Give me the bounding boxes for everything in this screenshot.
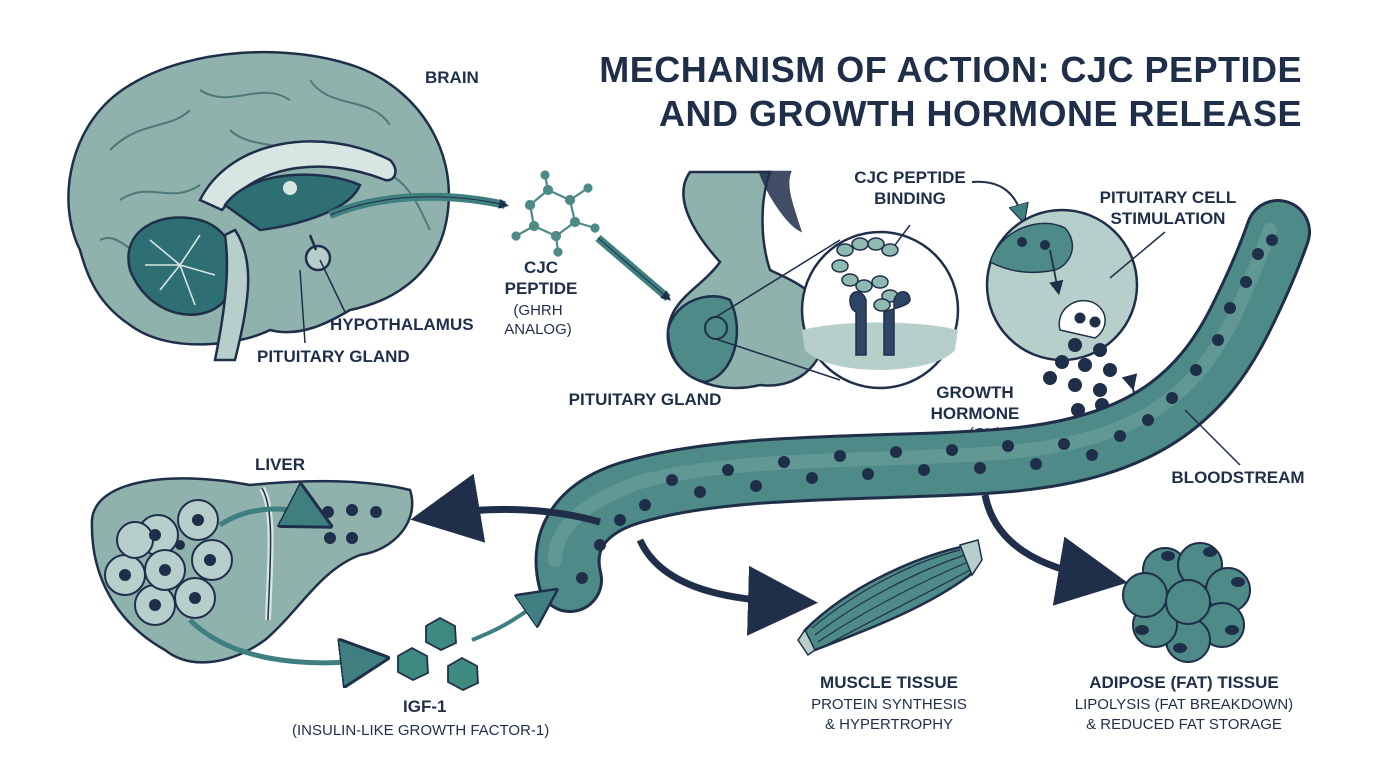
gh-release-dots bbox=[1043, 338, 1117, 417]
label-adipose-sub2: & REDUCED FAT STORAGE bbox=[1086, 716, 1282, 733]
label-cjc-sub2: ANALOG) bbox=[504, 321, 572, 338]
leader-bloodstream bbox=[1184, 409, 1241, 466]
label-muscle: MUSCLE TISSUE bbox=[820, 673, 958, 692]
arrow-blood-to-liver bbox=[410, 473, 601, 543]
label-adipose: ADIPOSE (FAT) TISSUE bbox=[1089, 673, 1279, 692]
leader-pituitary-brain bbox=[299, 269, 306, 344]
label-igf1-sub: (INSULIN-LIKE GROWTH FACTOR-1) bbox=[292, 722, 549, 739]
label-pituitary-gland: PITUITARY GLAND bbox=[569, 390, 722, 409]
arrow-blood-to-adipose bbox=[981, 494, 1128, 606]
label-pituitary-cell-2: STIMULATION bbox=[1111, 209, 1226, 228]
label-adipose-sub1: LIPOLYSIS (FAT BREAKDOWN) bbox=[1075, 696, 1293, 713]
label-pituitary-gland-brain: PITUITARY GLAND bbox=[257, 347, 410, 366]
label-cjc-binding-2: BINDING bbox=[874, 189, 946, 208]
label-liver: LIVER bbox=[255, 455, 305, 474]
arrow-binding-to-cell bbox=[971, 180, 1022, 216]
receptor-binding-zoom bbox=[800, 230, 960, 390]
cjc-peptide-molecule-icon bbox=[511, 170, 600, 257]
brain-illustration bbox=[67, 50, 451, 362]
label-cjc-binding-1: CJC PEPTIDE bbox=[854, 168, 965, 187]
label-brain: BRAIN bbox=[425, 68, 479, 87]
bloodstream-gh-dots bbox=[576, 234, 1278, 584]
leader-hypothalamus bbox=[319, 259, 346, 313]
label-cjc-sub1: (GHRH bbox=[513, 302, 562, 319]
label-muscle-sub1: PROTEIN SYNTHESIS bbox=[811, 696, 967, 713]
bloodstream-vessel bbox=[534, 199, 1311, 613]
label-cjc-line1: CJC bbox=[524, 258, 558, 277]
igf1-molecule-icon bbox=[397, 616, 479, 692]
label-gh-2: HORMONE bbox=[931, 404, 1020, 423]
arrow-liver-to-igf1 bbox=[188, 618, 370, 663]
zoom-line-top bbox=[715, 239, 841, 318]
label-hypothalamus: HYPOTHALAMUS bbox=[330, 315, 474, 334]
title-line-1: MECHANISM OF ACTION: CJC PEPTIDE bbox=[599, 49, 1302, 90]
adipose-tissue-illustration bbox=[1122, 542, 1251, 663]
label-gh-1: GROWTH bbox=[936, 383, 1013, 402]
arrow-liver-internal bbox=[218, 509, 315, 525]
label-muscle-sub2: & HYPERTROPHY bbox=[825, 716, 953, 733]
label-pituitary-cell-1: PITUITARY CELL bbox=[1100, 188, 1237, 207]
leader-pituitary-cell bbox=[1109, 231, 1166, 279]
label-cjc-line2: PEPTIDE bbox=[505, 279, 578, 298]
muscle-tissue-illustration bbox=[797, 539, 983, 657]
liver-illustration bbox=[90, 477, 414, 664]
label-bloodstream: BLOODSTREAM bbox=[1171, 468, 1304, 487]
arrow-igf1-to-blood bbox=[471, 598, 545, 642]
pituitary-cell-zoom bbox=[985, 208, 1139, 362]
title-line-2: AND GROWTH HORMONE RELEASE bbox=[659, 93, 1302, 134]
zoom-line-bottom bbox=[715, 338, 841, 381]
label-igf1: IGF-1 bbox=[403, 697, 446, 716]
leader-cjc-binding bbox=[894, 224, 911, 246]
pituitary-gland-illustration bbox=[666, 170, 827, 390]
arrow-blood-to-muscle bbox=[636, 538, 818, 636]
